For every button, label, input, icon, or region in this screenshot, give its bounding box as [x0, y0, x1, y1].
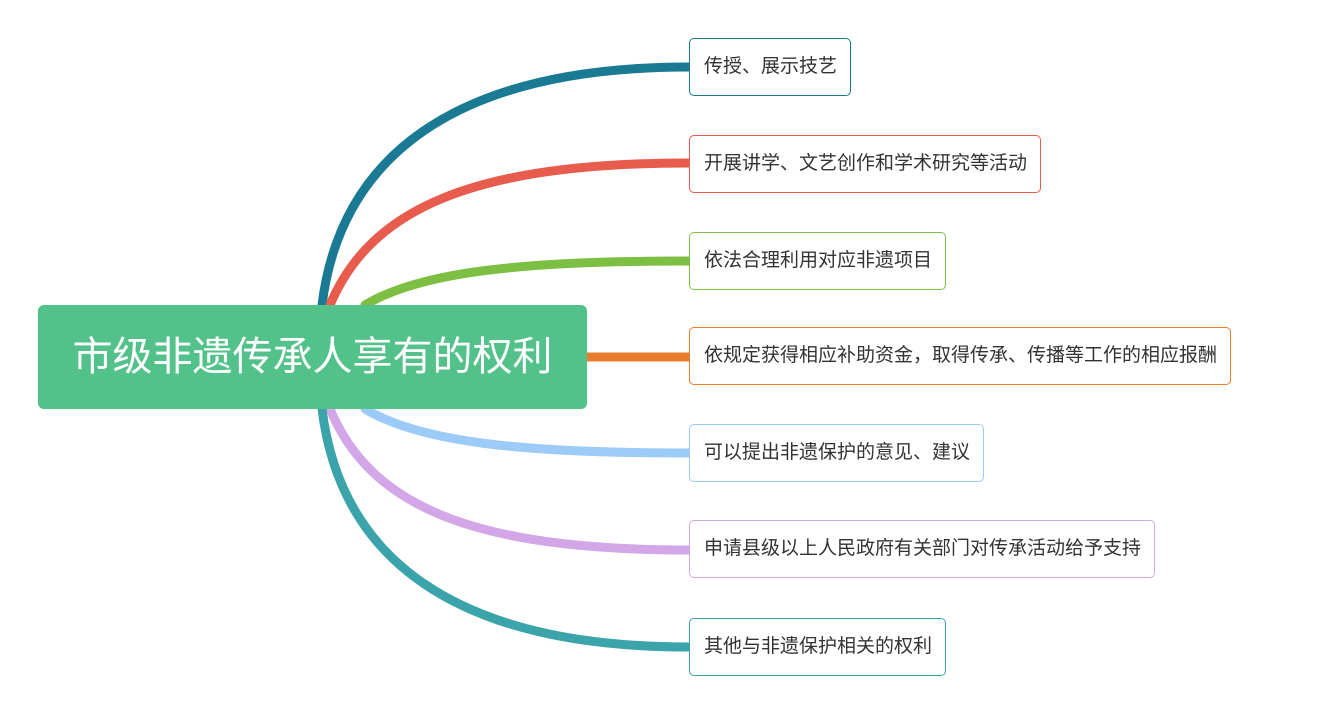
subtopic-3[interactable]: 依法合理利用对应非遗项目	[689, 232, 947, 290]
connector-7	[317, 404, 694, 652]
subtopic-1[interactable]: 传授、展示技艺	[689, 38, 852, 96]
connector-1	[317, 62, 694, 310]
subtopic-7[interactable]: 其他与非遗保护相关的权利	[689, 618, 947, 676]
subtopic-5[interactable]: 可以提出非遗保护的意见、建议	[689, 424, 985, 482]
subtopic-4[interactable]: 依规定获得相应补助资金，取得传承、传播等工作的相应报酬	[689, 327, 1232, 385]
connector-5	[360, 404, 694, 458]
subtopic-2[interactable]: 开展讲学、文艺创作和学术研究等活动	[689, 135, 1042, 193]
connector-3	[360, 256, 694, 310]
root-topic[interactable]: 市级非遗传承人享有的权利	[38, 305, 587, 409]
subtopic-6[interactable]: 申请县级以上人民政府有关部门对传承活动给予支持	[689, 520, 1156, 578]
connector-2	[325, 158, 694, 310]
connector-6	[325, 404, 694, 555]
